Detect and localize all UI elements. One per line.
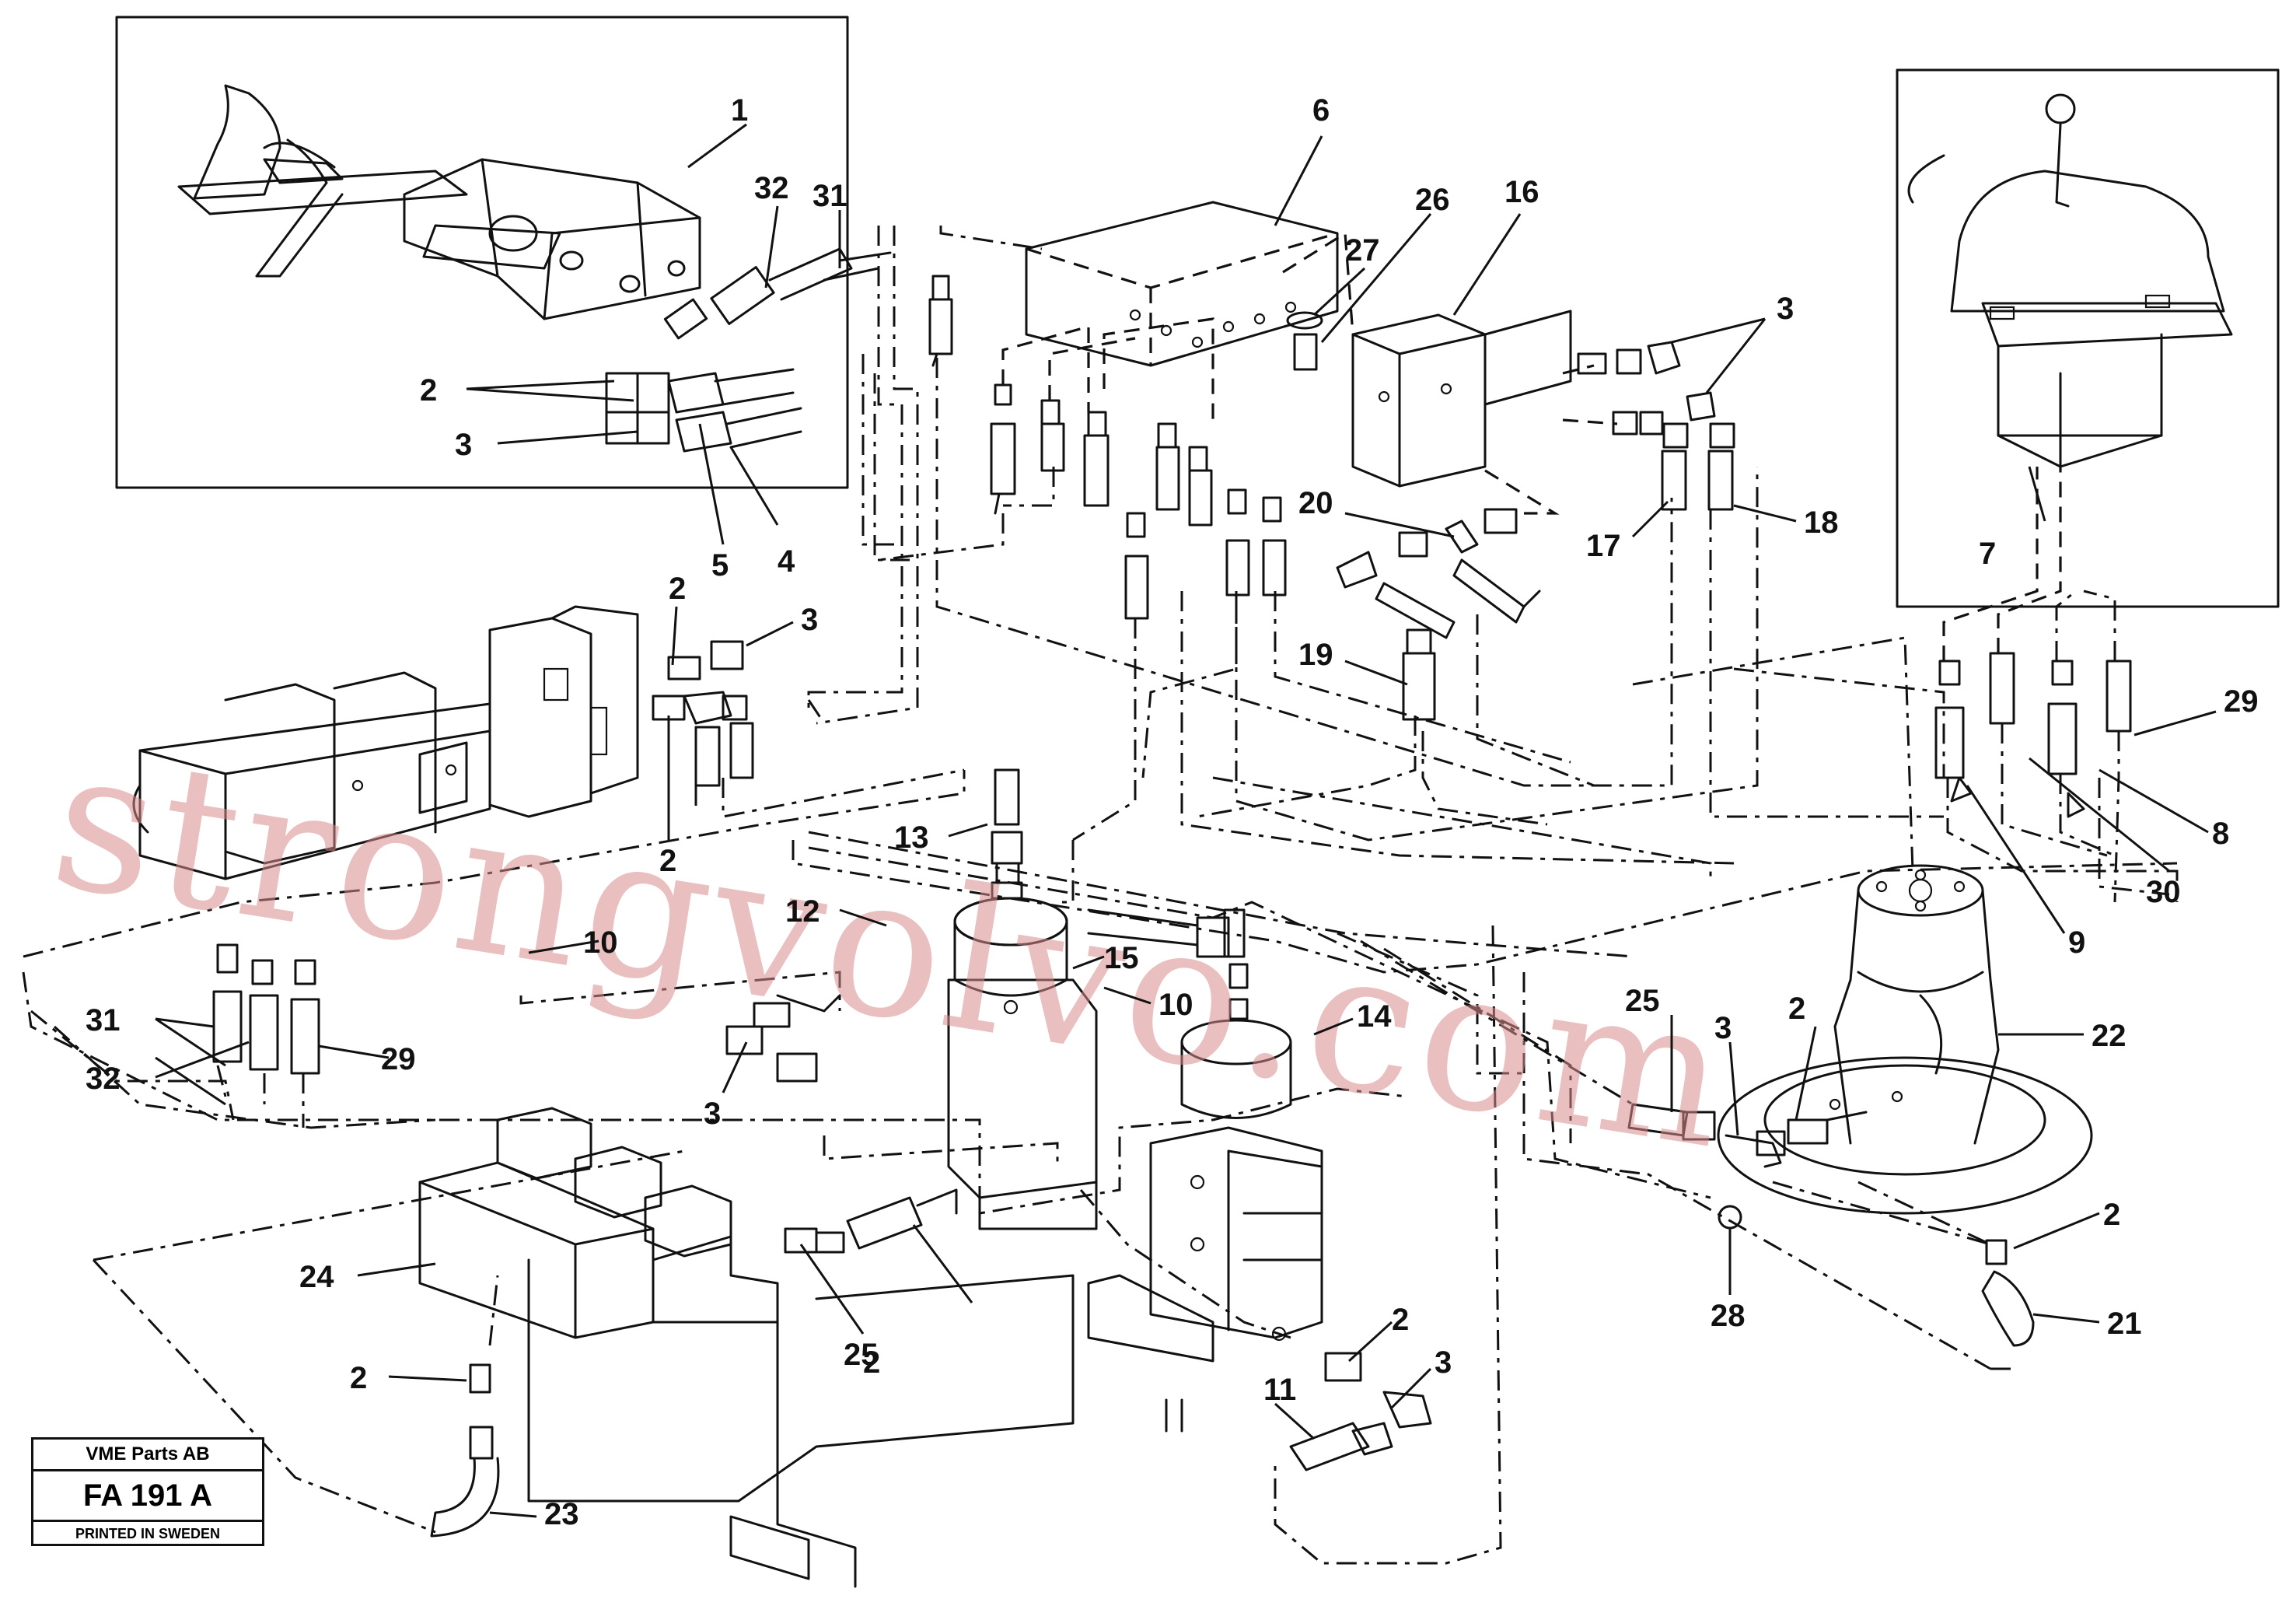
callout-2: 2 [659, 844, 676, 878]
swivel-22 [1717, 864, 2093, 1215]
callout-3: 3 [1714, 1011, 1732, 1045]
callout-2: 2 [2103, 1198, 2120, 1232]
callout-31: 31 [813, 179, 847, 213]
callout-4: 4 [778, 544, 795, 579]
callout-16: 16 [1504, 175, 1539, 209]
callout-29: 29 [2224, 684, 2259, 719]
callout-12: 12 [785, 894, 820, 929]
motor-14 [1149, 1019, 1323, 1342]
callout-18: 18 [1804, 506, 1839, 540]
callout-32: 32 [86, 1062, 121, 1096]
pedal-fittings [605, 247, 892, 453]
callout-2: 2 [1788, 992, 1805, 1026]
callout-7: 7 [1979, 537, 1996, 571]
callout-3: 3 [1777, 292, 1794, 326]
callout-15: 15 [1104, 941, 1139, 975]
control-block-6 [1025, 201, 1339, 367]
callout-32: 32 [754, 171, 789, 205]
callout-1: 1 [731, 93, 748, 128]
pipe-routes [22, 226, 2179, 1565]
joystick-inset-frame [1896, 68, 2280, 608]
callout-3: 3 [704, 1097, 721, 1131]
callout-27: 27 [1345, 233, 1380, 268]
callout-2: 2 [863, 1345, 880, 1380]
callout-2: 2 [350, 1361, 367, 1395]
callout-25: 25 [844, 1338, 879, 1372]
drawing-code: FA 191 A [33, 1471, 262, 1522]
callout-2: 2 [669, 572, 686, 606]
callout-13: 13 [894, 820, 929, 855]
callout-23: 23 [544, 1497, 579, 1531]
callout-21: 21 [2107, 1307, 2142, 1341]
callout-24: 24 [299, 1260, 334, 1294]
callout-labels: 1 32 31 6 27 26 16 3 2 3 5 4 2 3 2 20 17… [86, 93, 2259, 1531]
callout-5: 5 [711, 548, 729, 583]
callout-17: 17 [1586, 529, 1621, 563]
callout-3: 3 [801, 603, 818, 637]
callout-14: 14 [1357, 999, 1392, 1034]
callout-9: 9 [2068, 925, 2085, 960]
callout-26: 26 [1415, 183, 1450, 217]
callout-30: 30 [2146, 875, 2181, 909]
callout-10: 10 [583, 925, 618, 960]
callout-2: 2 [1392, 1303, 1409, 1337]
joystick-assembly [1907, 93, 2233, 468]
printed-note: PRINTED IN SWEDEN [75, 1526, 220, 1541]
title-block: VME Parts AB FA 191 A PRINTED IN SWEDEN [31, 1437, 264, 1546]
company-name: VME Parts AB [33, 1440, 262, 1471]
leader-lines [155, 123, 2217, 1518]
valve-bank [132, 605, 639, 880]
pedal-inset-frame [115, 16, 849, 489]
control-block-16 [1351, 310, 1572, 488]
callout-29: 29 [381, 1042, 416, 1076]
callout-28: 28 [1711, 1299, 1746, 1333]
callout-11: 11 [1263, 1373, 1296, 1407]
callout-3: 3 [455, 428, 472, 462]
callout-2: 2 [420, 373, 437, 408]
callout-10: 10 [1158, 988, 1193, 1022]
callout-6: 6 [1312, 93, 1330, 128]
callout-22: 22 [2092, 1019, 2127, 1053]
callout-19: 19 [1298, 638, 1333, 672]
callout-3: 3 [1435, 1345, 1452, 1380]
pedal-assembly [177, 84, 701, 320]
callout-20: 20 [1298, 486, 1333, 520]
callout-25: 25 [1625, 984, 1660, 1018]
valve-block-24 [418, 1107, 1214, 1588]
callout-31: 31 [86, 1003, 121, 1037]
callout-8: 8 [2212, 817, 2229, 851]
